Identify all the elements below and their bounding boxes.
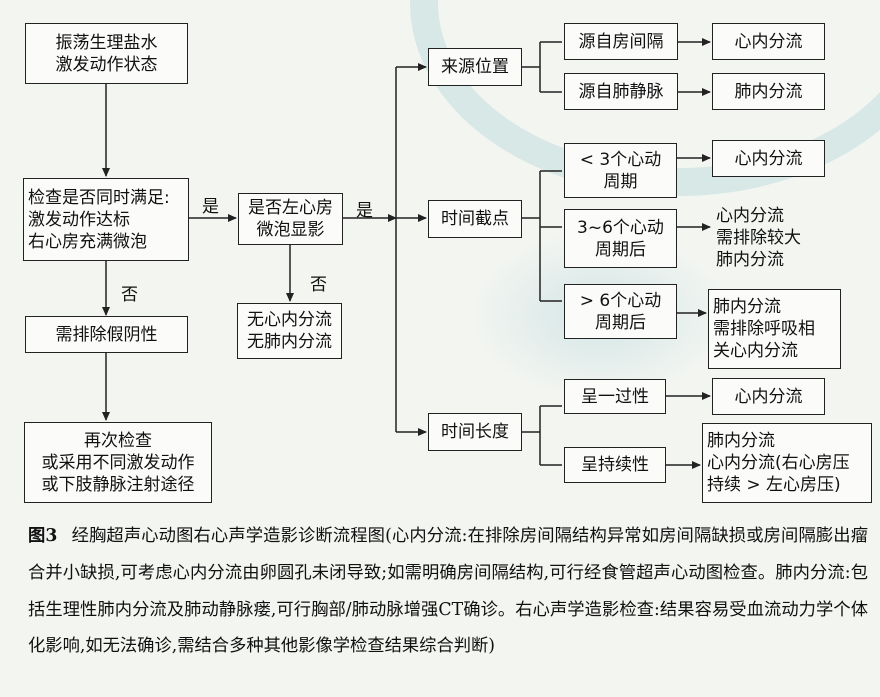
node-no-shunt: 无心内分流 无肺内分流 xyxy=(237,303,342,359)
edge-label-no-2: 否 xyxy=(310,275,327,295)
node-time-point: 时间截点 xyxy=(428,200,522,238)
node-gt-6-cycles: > 6个心动 周期后 xyxy=(564,284,677,339)
node-check-conditions: 检查是否同时满足: 激发动作达标 右心房充满微泡 xyxy=(23,178,189,261)
node-from-septum: 源自房间隔 xyxy=(564,23,678,60)
figure-number: 图3 xyxy=(28,526,58,546)
node-start: 振荡生理盐水 激发动作状态 xyxy=(25,23,188,84)
result-intrapulmonary: 肺内分流 xyxy=(712,73,825,110)
node-time-duration: 时间长度 xyxy=(428,413,522,451)
edge-label-yes-2: 是 xyxy=(356,201,373,221)
edge-label-no-1: 否 xyxy=(121,285,138,305)
node-from-pulmonary-vein: 源自肺静脉 xyxy=(564,73,678,110)
result-pulmonary-exclude-respiratory: 肺内分流 需排除呼吸相 关心内分流 xyxy=(708,289,841,369)
node-exclude-false-negative: 需排除假阴性 xyxy=(25,316,188,353)
result-persistent-shunt: 肺内分流 心内分流(右心房压 持续 > 左心房压) xyxy=(702,423,872,503)
node-recheck: 再次检查 或采用不同激发动作 或下肢静脉注射途径 xyxy=(24,422,212,503)
result-intracardiac-3: 心内分流 xyxy=(712,378,825,415)
node-lt-3-cycles: < 3个心动 周期 xyxy=(564,143,677,198)
node-left-atrium-bubbles: 是否左心房 微泡显影 xyxy=(238,193,343,245)
result-intracardiac-1: 心内分流 xyxy=(712,23,825,60)
node-transient: 呈一过性 xyxy=(564,379,666,414)
result-intracardiac-2: 心内分流 xyxy=(712,140,825,177)
caption-text: 经胸超声心动图右心声学造影诊断流程图(心内分流:在排除房间隔结构异常如房间隔缺损… xyxy=(28,526,868,657)
edge-label-yes-1: 是 xyxy=(202,197,219,217)
node-source-location: 来源位置 xyxy=(428,48,522,86)
result-intracardiac-exclude-pulmonary: 心内分流 需排除较大 肺内分流 xyxy=(716,206,801,270)
node-persistent: 呈持续性 xyxy=(564,447,666,483)
node-3-to-6-cycles: 3~6个心动 周期后 xyxy=(564,209,677,268)
